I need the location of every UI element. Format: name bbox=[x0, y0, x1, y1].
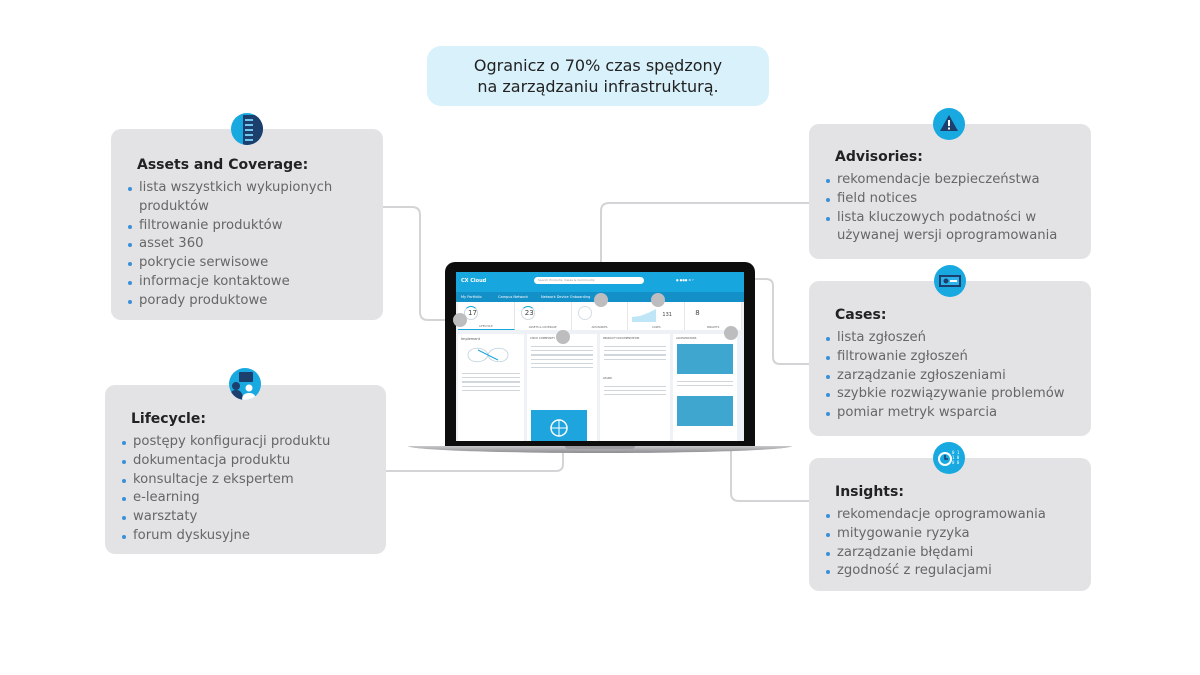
list-item: e-learning bbox=[121, 489, 386, 508]
feature-list: rekomendacje bezpieczeństwa field notice… bbox=[825, 171, 1091, 246]
svg-text:0 0: 0 0 bbox=[952, 460, 960, 465]
feature-list: postępy konfiguracji produktu dokumentac… bbox=[121, 433, 386, 546]
list-item: lista wszystkich wykupionych produktów bbox=[127, 179, 383, 217]
card-cases: Cases: lista zgłoszeń filtrowanie zgłosz… bbox=[809, 281, 1091, 436]
ask-expert-card[interactable] bbox=[531, 410, 587, 441]
list-item: forum dyskusyjne bbox=[121, 527, 386, 546]
accelerator-image bbox=[677, 344, 733, 374]
list-item: field notices bbox=[825, 190, 1091, 209]
feature-list: rekomendacje oprogramowania mitygowanie … bbox=[825, 506, 1091, 581]
list-item: szybkie rozwiązywanie problemów bbox=[825, 385, 1091, 404]
server-rack-icon bbox=[231, 113, 263, 145]
nav-my-portfolio[interactable]: My Portfolio bbox=[461, 295, 482, 299]
list-item: warsztaty bbox=[121, 508, 386, 527]
laptop-notch bbox=[565, 446, 635, 449]
list-item: filtrowanie zgłoszeń bbox=[825, 348, 1091, 367]
feature-list: lista wszystkich wykupionych produktów f… bbox=[127, 179, 383, 311]
documentation-panel: PRODUCT DOCUMENTATION LEARN bbox=[600, 334, 670, 441]
card-title: Cases: bbox=[835, 307, 887, 323]
card-title: Lifecycle: bbox=[131, 411, 206, 427]
people-chat-icon bbox=[229, 368, 261, 400]
app-logo: CX Cloud bbox=[461, 278, 487, 284]
card-assets-coverage: Assets and Coverage: lista wszystkich wy… bbox=[111, 129, 383, 320]
accelerators-panel: ACCELERATORS bbox=[673, 334, 737, 441]
community-panel: CISCO COMMUNITY bbox=[527, 334, 597, 441]
tile-lifecycle[interactable]: 17 LIFECYCLE bbox=[458, 302, 515, 330]
card-insights: Insights: rekomendacje oprogramowania mi… bbox=[809, 458, 1091, 591]
list-item: porady produktowe bbox=[127, 292, 383, 311]
list-item: zarządzanie błędami bbox=[825, 544, 1091, 563]
svg-text:1 0: 1 0 bbox=[952, 455, 960, 460]
summary-tiles: 17 LIFECYCLE 23 ASSETS & COVERAGE ADVISO… bbox=[458, 302, 742, 330]
headline-line-1: Ogranicz o 70% czas spędzony bbox=[473, 56, 723, 75]
list-item: rekomendacje oprogramowania bbox=[825, 506, 1091, 525]
breadcrumb: My Portfolio Campus Network Network Devi… bbox=[456, 292, 744, 302]
card-title: Insights: bbox=[835, 484, 904, 500]
list-item: pomiar metryk wsparcia bbox=[825, 404, 1091, 423]
laptop-gear-icon bbox=[934, 265, 966, 297]
user-menu[interactable]: ● ●●● ⚙ ? bbox=[676, 278, 694, 282]
app-header: CX Cloud Search Products, Cases & Commun… bbox=[456, 272, 744, 292]
search-input[interactable]: Search Products, Cases & Community bbox=[534, 277, 644, 284]
list-item: zarządzanie zgłoszeniami bbox=[825, 367, 1091, 386]
card-lifecycle: Lifecycle: postępy konfiguracji produktu… bbox=[105, 385, 386, 554]
list-item: lista zgłoszeń bbox=[825, 329, 1091, 348]
list-item: informacje kontaktowe bbox=[127, 273, 383, 292]
card-title: Assets and Coverage: bbox=[137, 157, 309, 173]
laptop-screen: CX Cloud Search Products, Cases & Commun… bbox=[456, 272, 744, 441]
warning-triangle-icon bbox=[933, 108, 965, 140]
list-item: rekomendacje bezpieczeństwa bbox=[825, 171, 1091, 190]
tile-advisories[interactable]: ADVISORIES bbox=[572, 302, 629, 330]
tile-cases[interactable]: 131 CASES bbox=[628, 302, 686, 330]
list-item: postępy konfiguracji produktu bbox=[121, 433, 386, 452]
nav-campus-network[interactable]: Campus Network bbox=[498, 295, 528, 299]
list-item: dokumentacja produktu bbox=[121, 452, 386, 471]
list-item: zgodność z regulacjami bbox=[825, 562, 1091, 581]
dashboard-body: Implement CISCO COMMUNITY PRODUCT DOCUME… bbox=[458, 334, 742, 441]
implement-panel: Implement bbox=[458, 334, 524, 441]
tile-assets[interactable]: 23 ASSETS & COVERAGE bbox=[515, 302, 572, 330]
list-item: filtrowanie produktów bbox=[127, 217, 383, 236]
list-item: konsultacje z ekspertem bbox=[121, 471, 386, 490]
accelerator-image bbox=[677, 396, 733, 426]
laptop-base bbox=[408, 446, 792, 453]
card-advisories: Advisories: rekomendacje bezpieczeństwa … bbox=[809, 124, 1091, 259]
list-item: pokrycie serwisowe bbox=[127, 254, 383, 273]
headline-line-2: na zarządzaniu infrastrukturą. bbox=[477, 77, 719, 96]
list-item: mitygowanie ryzyka bbox=[825, 525, 1091, 544]
tile-insights[interactable]: 8 INSIGHTS bbox=[685, 302, 742, 330]
nav-device-onboarding[interactable]: Network Device Onboarding bbox=[541, 295, 591, 299]
feature-list: lista zgłoszeń filtrowanie zgłoszeń zarz… bbox=[825, 329, 1091, 423]
list-item: asset 360 bbox=[127, 235, 383, 254]
svg-text:0 1: 0 1 bbox=[952, 450, 960, 455]
card-title: Advisories: bbox=[835, 149, 923, 165]
list-item: lista kluczowych podatności w używanej w… bbox=[825, 209, 1091, 247]
headline-banner: Ogranicz o 70% czas spędzony na zarządza… bbox=[427, 46, 769, 106]
